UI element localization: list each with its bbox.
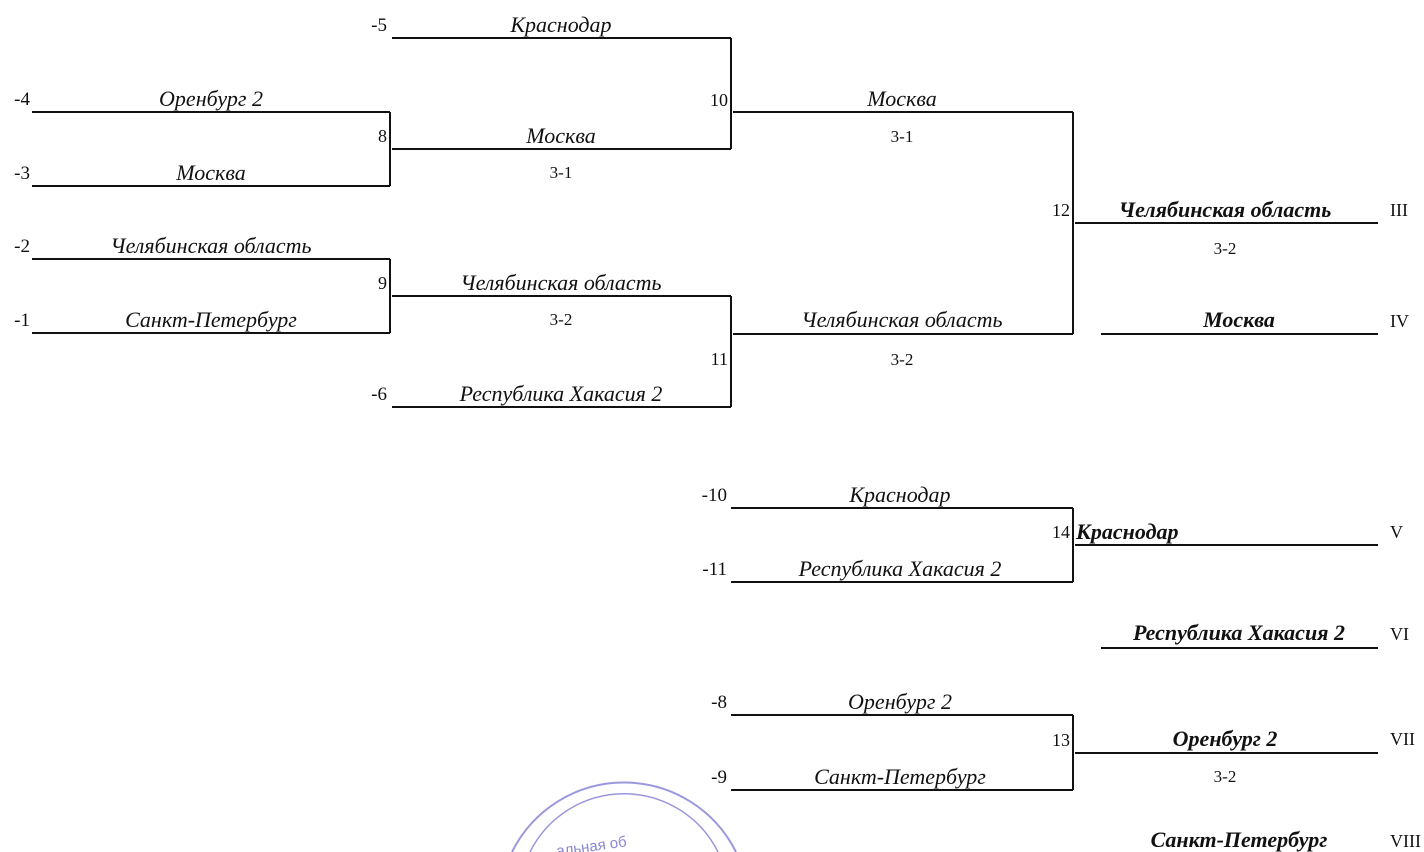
seed-number: -1: [14, 310, 30, 331]
place-number: IV: [1390, 311, 1409, 331]
match-number: 13: [1052, 730, 1070, 750]
match-score: 3-2: [1214, 239, 1237, 258]
team-name: Оренбург 2: [159, 86, 263, 111]
place-number: V: [1390, 522, 1403, 542]
team-name: Челябинская область: [460, 270, 661, 295]
seed-number: -6: [371, 384, 387, 405]
place-number: VIII: [1390, 831, 1421, 851]
team-name-winner: Санкт-Петербург: [1151, 827, 1328, 852]
bracket-lines: [32, 37, 1378, 791]
place-number: VII: [1390, 729, 1415, 749]
seed-number: -10: [702, 485, 727, 506]
place-number: VI: [1390, 624, 1409, 644]
team-name: Санкт-Петербург: [814, 764, 986, 789]
team-name: Москва: [525, 123, 595, 148]
match-number: 14: [1052, 522, 1070, 542]
seed-number: -11: [702, 559, 727, 580]
team-name: Оренбург 2: [848, 689, 952, 714]
match-score: 3-2: [550, 310, 573, 329]
team-name: Республика Хакасия 2: [459, 381, 663, 406]
seed-number: -2: [14, 236, 30, 257]
team-name: Челябинская область: [110, 233, 311, 258]
seed-number: -9: [711, 767, 727, 788]
team-name-winner: Краснодар: [1075, 519, 1179, 544]
match-number: 8: [378, 126, 387, 146]
team-name-winner: Оренбург 2: [1173, 726, 1278, 751]
stamp-text: альная об: [555, 833, 627, 852]
seed-number: -5: [371, 15, 387, 36]
match-score: 3-1: [550, 163, 573, 182]
match-number: 10: [710, 90, 728, 110]
match-score: 3-2: [891, 350, 914, 369]
seed-number: -4: [14, 89, 30, 110]
team-name: Санкт-Петербург: [125, 307, 297, 332]
match-number: 9: [378, 273, 387, 293]
team-name-winner: Москва: [1202, 307, 1275, 332]
team-name: Москва: [866, 86, 936, 111]
team-name: Краснодар: [848, 482, 950, 507]
match-number: 11: [711, 349, 728, 369]
team-name: Республика Хакасия 2: [798, 556, 1002, 581]
team-name-winner: Челябинская область: [1119, 197, 1332, 222]
match-score: 3-1: [891, 127, 914, 146]
place-number: III: [1390, 200, 1408, 220]
team-name: Москва: [175, 160, 245, 185]
match-number: 12: [1052, 200, 1070, 220]
team-name: Челябинская область: [801, 307, 1002, 332]
seed-number: -8: [711, 692, 727, 713]
official-stamp: альная об: [511, 781, 737, 852]
team-name-winner: Республика Хакасия 2: [1132, 620, 1345, 645]
team-name: Краснодар: [509, 12, 611, 37]
seed-number: -3: [14, 163, 30, 184]
match-score: 3-2: [1214, 767, 1237, 786]
